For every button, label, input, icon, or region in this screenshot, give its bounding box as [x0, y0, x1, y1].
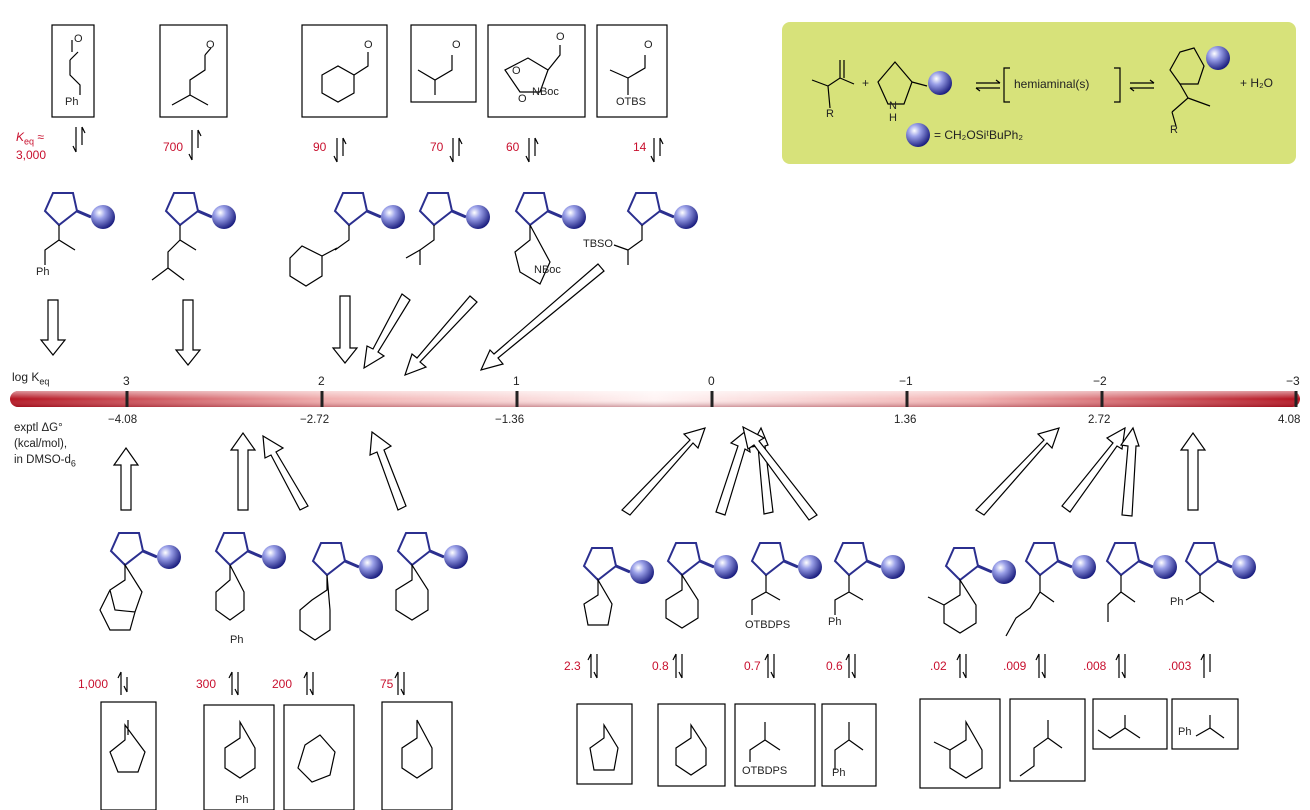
legend-water: + H₂O: [1240, 76, 1273, 90]
keq-value: 0.6: [826, 659, 843, 673]
ph-label: Ph: [832, 767, 846, 779]
keq-value: 90: [313, 140, 327, 154]
top-eq-arrows: [72, 126, 664, 163]
legend-sphere-def: = CH₂OSiᵗBuPh₂: [934, 128, 1023, 142]
keq-approx: ≈: [37, 130, 44, 144]
otbdps-label: OTBDPS: [745, 619, 791, 631]
bottom-eq-arrows: [117, 653, 1211, 696]
hollow-arrows-top: [39, 263, 605, 377]
tick-2: 2: [318, 374, 325, 388]
ph-label: Ph: [65, 96, 79, 108]
keq-symbol-sub: eq: [24, 136, 35, 147]
keq-value: 0.7: [744, 659, 761, 673]
dg-value: 1.36: [894, 414, 917, 426]
legend-n: N: [889, 100, 897, 112]
legend-plus: +: [862, 76, 870, 90]
dg-axis-label: exptl ΔG° (kcal/mol), in DMSO-d6: [14, 420, 76, 471]
keq-value: 2.3: [564, 659, 581, 673]
keq-value: 200: [272, 677, 293, 691]
ph-label: Ph: [828, 616, 842, 628]
legend-h: H: [889, 112, 897, 124]
keq-value: 0.8: [652, 659, 669, 673]
keq-symbol-wrap: Keq ≈: [16, 130, 46, 148]
keq-value: 14: [633, 140, 647, 154]
dg-value: 4.08: [1278, 414, 1301, 426]
legend-r: R: [826, 108, 834, 120]
axis-title: log Keq: [12, 370, 49, 386]
svg-text:O: O: [206, 39, 215, 51]
keq-value: 75: [380, 677, 394, 691]
axis-title-sub: eq: [39, 376, 50, 387]
dg-value: −4.08: [108, 414, 138, 426]
log-k-bar: [10, 391, 1300, 407]
nboc-label: NBoc: [534, 264, 561, 276]
otbs-label: OTBS: [616, 96, 646, 108]
tick-neg1: −1: [899, 374, 913, 388]
bottom-ketone-skeletons: [109, 715, 1225, 783]
axis-title-main: log K: [12, 370, 40, 384]
tick-neg3: −3: [1286, 374, 1300, 388]
keq-value: 1,000: [78, 677, 109, 691]
svg-text:O: O: [518, 93, 527, 105]
keq-symbol: K: [16, 130, 25, 144]
legend-box: [782, 22, 1296, 164]
top-aldehyde-skeletons: [69, 40, 646, 106]
svg-text:O: O: [364, 39, 373, 51]
legend-structures: [811, 47, 1211, 127]
svg-text:O: O: [74, 33, 83, 45]
svg-text:O: O: [556, 31, 565, 43]
tick-1: 1: [513, 374, 520, 388]
ph-label: Ph: [230, 634, 244, 646]
dg-label-sub: 6: [70, 458, 76, 469]
ph-label: Ph: [1178, 726, 1192, 738]
dg-value: 2.72: [1088, 414, 1111, 426]
dg-label-line1: exptl ΔG°: [14, 422, 63, 434]
keq-value: 300: [196, 677, 217, 691]
svg-text:O: O: [644, 39, 653, 51]
top-enamine-tails: [44, 224, 643, 287]
dg-label-line3: in DMSO-d: [14, 454, 71, 466]
keq-value: 70: [430, 140, 444, 154]
hollow-arrows-bottom: [112, 425, 1207, 521]
nboc-label: NBoc: [532, 86, 559, 98]
keq-value: .009: [1003, 659, 1027, 673]
keq-label: Keq ≈ 3,000: [16, 130, 46, 162]
top-aldehyde-boxes: [51, 24, 668, 118]
keq-value: .02: [930, 659, 947, 673]
keq-value: .003: [1168, 659, 1192, 673]
carbonyl-o-top: O O O O O O O O: [74, 31, 653, 105]
keq-value: .008: [1083, 659, 1107, 673]
ph-label: Ph: [235, 794, 249, 806]
bottom-enamine-tails: [99, 562, 1215, 641]
legend-r: R: [1170, 124, 1178, 136]
otbdps-label: OTBDPS: [742, 765, 788, 777]
tick-neg2: −2: [1093, 374, 1107, 388]
keq-value: 60: [506, 140, 520, 154]
keq-value: 3,000: [16, 148, 47, 163]
dg-value: −1.36: [495, 414, 525, 426]
tick-3: 3: [123, 374, 130, 388]
tick-0: 0: [708, 374, 715, 388]
keq-value: 700: [163, 140, 184, 154]
ph-label: Ph: [1170, 596, 1184, 608]
ph-label: Ph: [36, 266, 50, 278]
bottom-ketone-boxes: [100, 698, 1239, 810]
dg-value: −2.72: [300, 414, 330, 426]
legend-hemiaminal: hemiaminal(s): [1014, 77, 1090, 91]
svg-text:O: O: [512, 65, 521, 77]
tbso-label: TBSO: [583, 238, 613, 250]
svg-text:O: O: [452, 39, 461, 51]
dg-label-line2: (kcal/mol),: [14, 438, 68, 450]
dg-label-line3-wrap: in DMSO-d6: [14, 452, 76, 471]
